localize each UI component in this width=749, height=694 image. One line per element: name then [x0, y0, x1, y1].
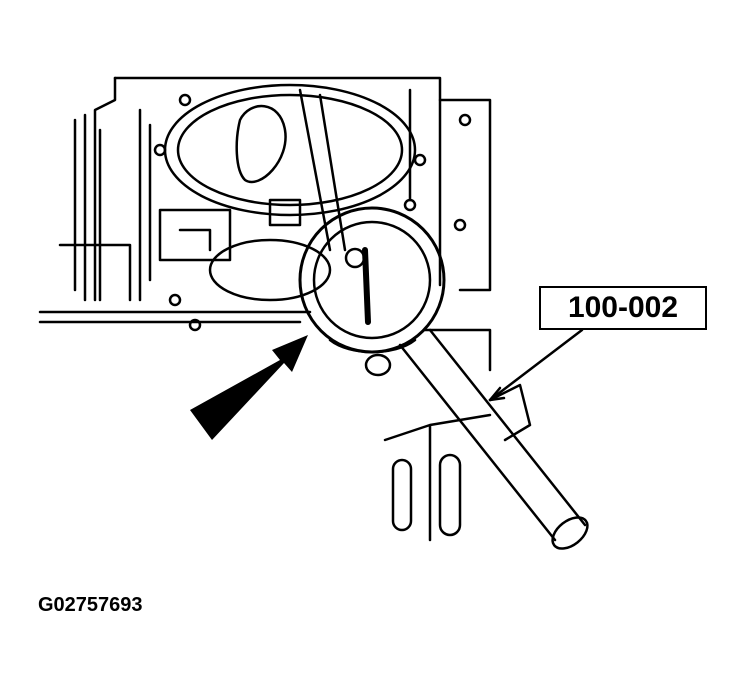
pointer-arrow — [190, 335, 308, 440]
dial-indicator — [298, 206, 446, 377]
label-leader-line — [488, 328, 584, 402]
tool-number-label: 100-002 — [539, 286, 707, 330]
engine-block — [38, 76, 492, 332]
figure-id: G02757693 — [38, 594, 143, 616]
tool-100-002 — [383, 328, 589, 550]
